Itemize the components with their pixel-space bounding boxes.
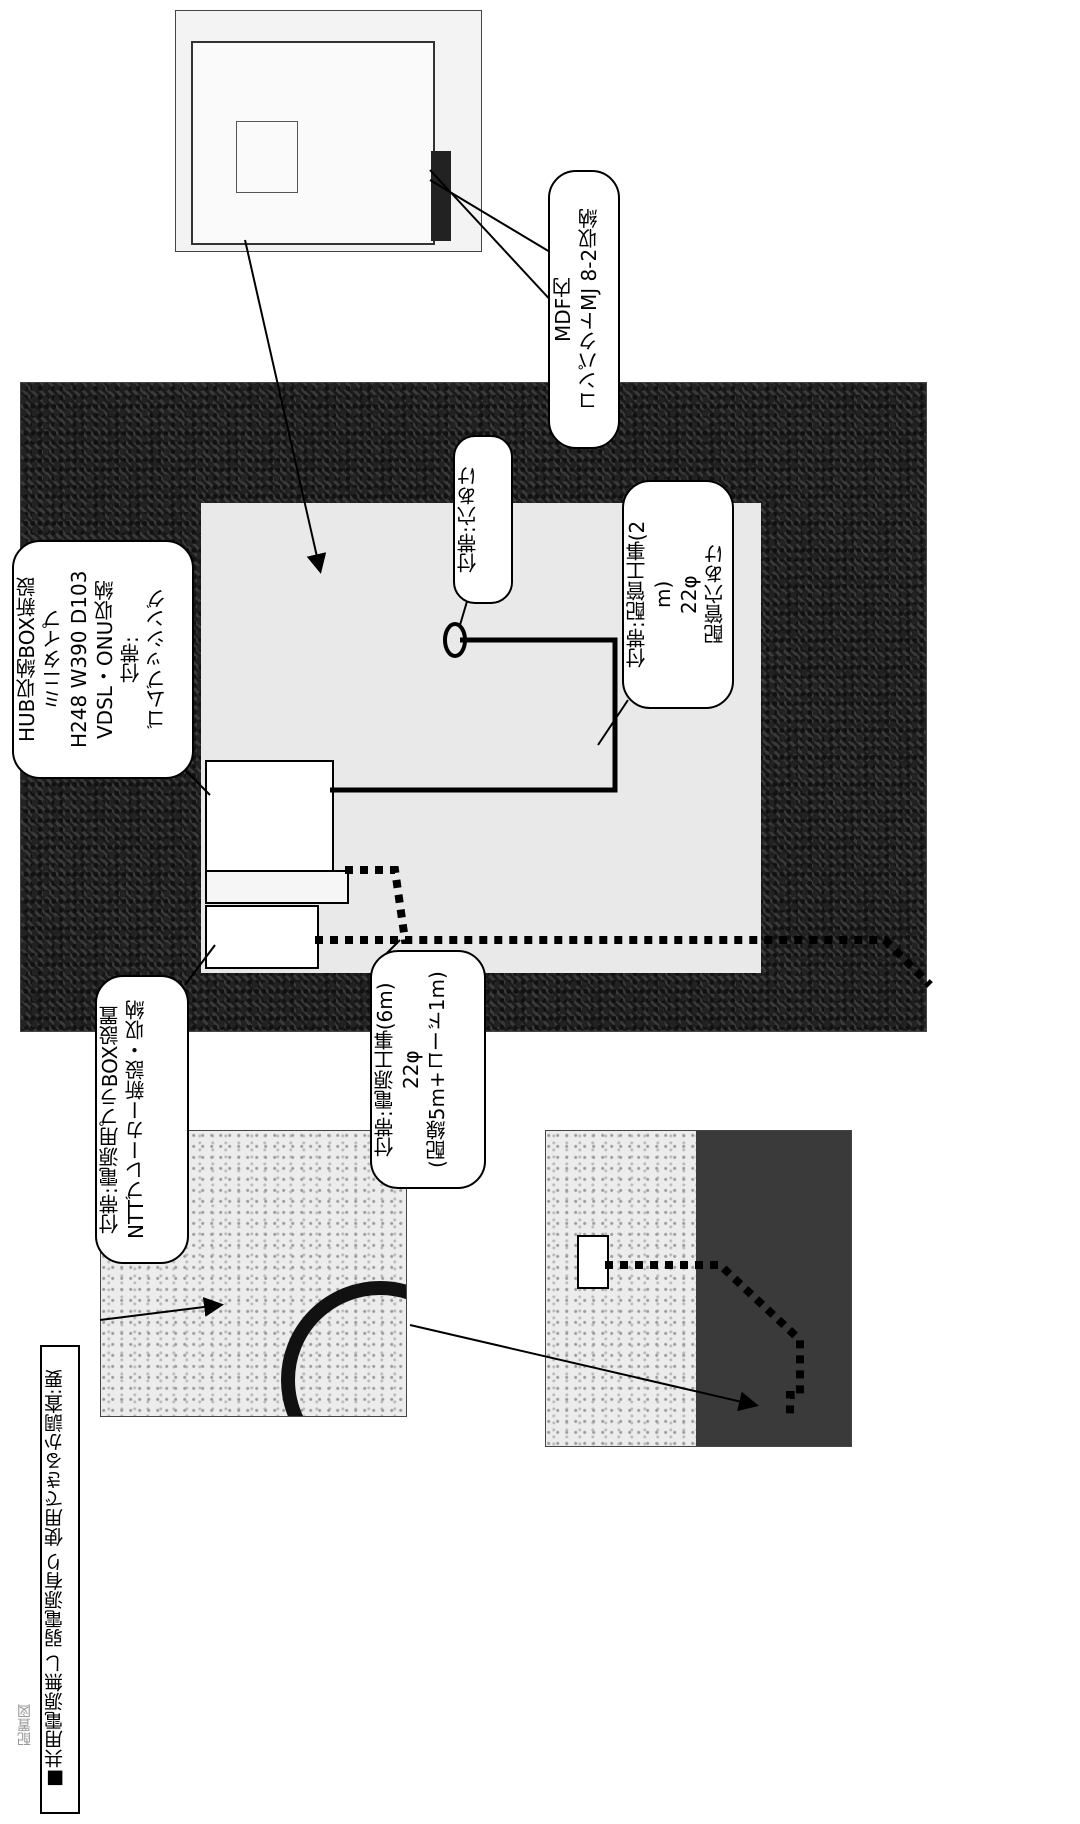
piping-callout-text: 付帯:配管工事(2 m) 22φ 配管穴あけ [625,520,727,669]
power-box-callout: 付帯:電源用プラBOX設置 NTTブレーカー新設・収納 [95,975,189,1264]
power-route-dotted [345,866,933,988]
hub-box-callout-text: HUB収納BOX新設 ミニタイプ H248 W390 D103 VDSL・ONU… [15,570,169,749]
power-work-callout-text: 付帯:電源工事(6m) 22φ (配線5m+コード1m) [373,971,449,1168]
power-work-callout: 付帯:電源工事(6m) 22φ (配線5m+コード1m) [370,950,486,1189]
hub-callout-pointer [184,769,211,796]
power-callout-pointer [184,944,216,986]
hole-callout: 付帯:穴あけ [453,435,513,604]
power-note-text: ■共用電源無し 弱電源有り 使用できるか調査:要 [44,1369,66,1790]
terminal-block [236,121,298,193]
vegetation [696,1131,851,1446]
ground-route-dotted [605,1261,804,1420]
faint-label: 配置図 [17,1704,33,1746]
cabinet-panel [191,41,435,245]
mdf-to-wall-arrow [244,239,327,574]
hole-marker [443,622,467,658]
mdf-callout-pointer-2 [429,169,556,306]
bicycle-area-photo [100,1130,407,1417]
mdf-callout: MDF内 コンパクトMJ 8-2収納 [548,170,620,449]
note-marker: ■ [44,1767,66,1790]
piping-route-line [330,637,618,793]
hub-box-callout: HUB収納BOX新設 ミニタイプ H248 W390 D103 VDSL・ONU… [12,540,194,779]
power-note-box: ■共用電源無し 弱電源有り 使用できるか調査:要 [40,1345,80,1814]
mdf-callout-text: MDF内 コンパクトMJ 8-2収納 [551,208,601,411]
hub-box-side [205,870,349,904]
piping-callout: 付帯:配管工事(2 m) 22φ 配管穴あけ [622,480,734,709]
note-to-bike-arrow [99,1297,224,1321]
mdf-cabinet-photo [175,10,482,252]
cable-bundle [431,151,451,241]
bike-to-ground-arrow [409,1324,759,1412]
hub-box-shape [205,760,334,874]
hole-callout-text: 付帯:穴あけ [456,466,480,573]
power-box-callout-text: 付帯:電源用プラBOX設置 NTTブレーカー新設・収納 [98,999,148,1240]
piping-callout-pointer [597,699,629,746]
